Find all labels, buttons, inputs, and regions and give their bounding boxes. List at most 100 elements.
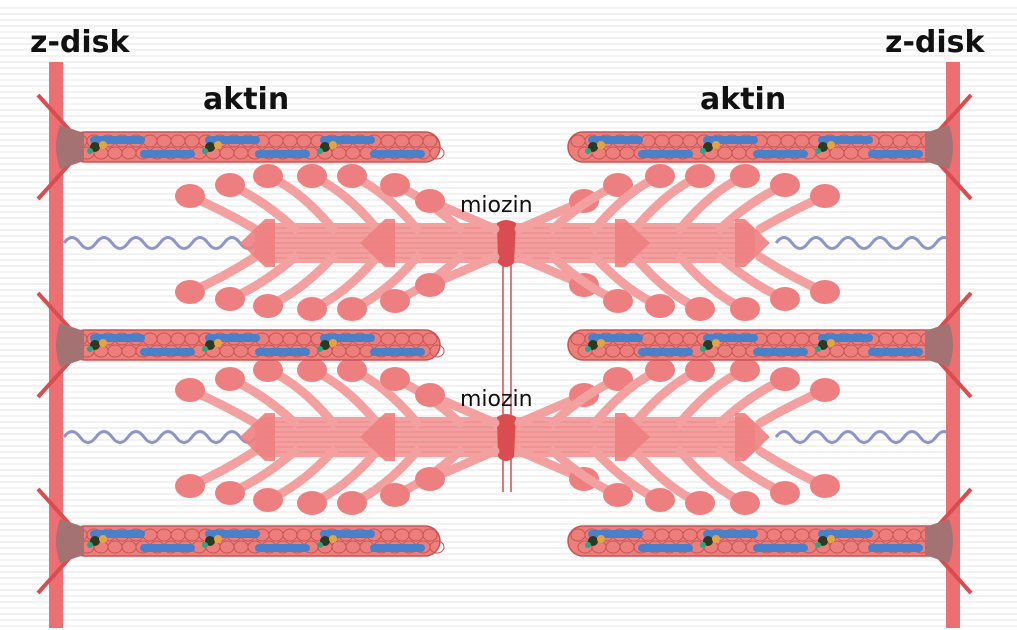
z-disk-anchor [925,323,953,367]
troponin [597,339,605,347]
z-disk-right [925,62,971,628]
troponin [214,339,222,347]
myosin-head [415,383,445,407]
actin-left-label: aktin [203,82,289,117]
myosin-head [810,280,840,304]
myosin-head [685,164,715,188]
troponin [317,346,323,352]
myosin-head [810,474,840,498]
myosin-head [380,173,410,197]
troponin [815,346,821,352]
z-disk-left-label: z-disk [30,25,131,60]
tropomyosin [588,334,643,342]
tropomyosin [370,150,425,158]
myosin-filament [175,358,840,515]
tropomyosin [370,348,425,356]
troponin [815,148,821,154]
myosin-head [730,297,760,321]
troponin [700,346,706,352]
myosin-head [175,378,205,402]
myosin-head [215,481,245,505]
myosin-head [253,294,283,318]
tropomyosin [638,348,693,356]
tropomyosin [868,150,923,158]
tropomyosin [320,530,375,538]
troponin [827,339,835,347]
myosin-head [415,189,445,213]
z-disk-right-label: z-disk [885,25,986,60]
actin-filament [568,526,945,556]
troponin [99,339,107,347]
troponin [214,535,222,543]
troponin [700,148,706,154]
troponin [317,542,323,548]
tropomyosin [868,544,923,552]
myosin-head [685,491,715,515]
myosin-head [770,173,800,197]
tropomyosin [140,150,195,158]
actin-filament [70,132,444,162]
myosin-head [645,488,675,512]
troponin [202,148,208,154]
myosin-head [415,467,445,491]
myosin-head [337,164,367,188]
tropomyosin [868,348,923,356]
troponin [712,535,720,543]
myosin-head [645,358,675,382]
z-disk-anchor [56,519,84,563]
tropomyosin [703,334,758,342]
myosin-head [380,483,410,507]
myosin-head [337,297,367,321]
troponin [712,339,720,347]
troponin [87,542,93,548]
tropomyosin [818,530,873,538]
troponin [202,346,208,352]
myosin-head [730,358,760,382]
myosin-head [215,367,245,391]
tropomyosin [753,348,808,356]
troponin [87,148,93,154]
z-disk-left [38,62,84,628]
myosin-head [253,164,283,188]
tropomyosin [818,334,873,342]
tropomyosin [90,136,145,144]
troponin [329,535,337,543]
z-disk-anchor [56,125,84,169]
troponin [202,542,208,548]
tropomyosin [370,544,425,552]
myosin-head [215,173,245,197]
troponin [815,542,821,548]
troponin [99,141,107,149]
troponin [585,148,591,154]
troponin [99,535,107,543]
tropomyosin [638,150,693,158]
actin-filament [70,526,444,556]
myosin-head [175,184,205,208]
actin-filament [568,132,945,162]
troponin [597,141,605,149]
myosin-head [175,280,205,304]
troponin [87,346,93,352]
myosin-head [770,367,800,391]
myosin-head [770,481,800,505]
myosin-head [337,358,367,382]
myosin-head [810,184,840,208]
myosin-head [685,297,715,321]
tropomyosin [320,136,375,144]
tropomyosin [588,136,643,144]
myosin-head [380,289,410,313]
troponin [827,535,835,543]
tropomyosin [140,544,195,552]
tropomyosin [818,136,873,144]
actin-filament [70,330,444,360]
z-disk-anchor [925,125,953,169]
troponin [827,141,835,149]
titin-spring [776,432,952,443]
tropomyosin [753,544,808,552]
troponin [317,148,323,154]
myosin-head [297,358,327,382]
myosin-head [730,491,760,515]
myosin-head [297,491,327,515]
titin-spring [64,238,256,249]
myosin-head [380,367,410,391]
